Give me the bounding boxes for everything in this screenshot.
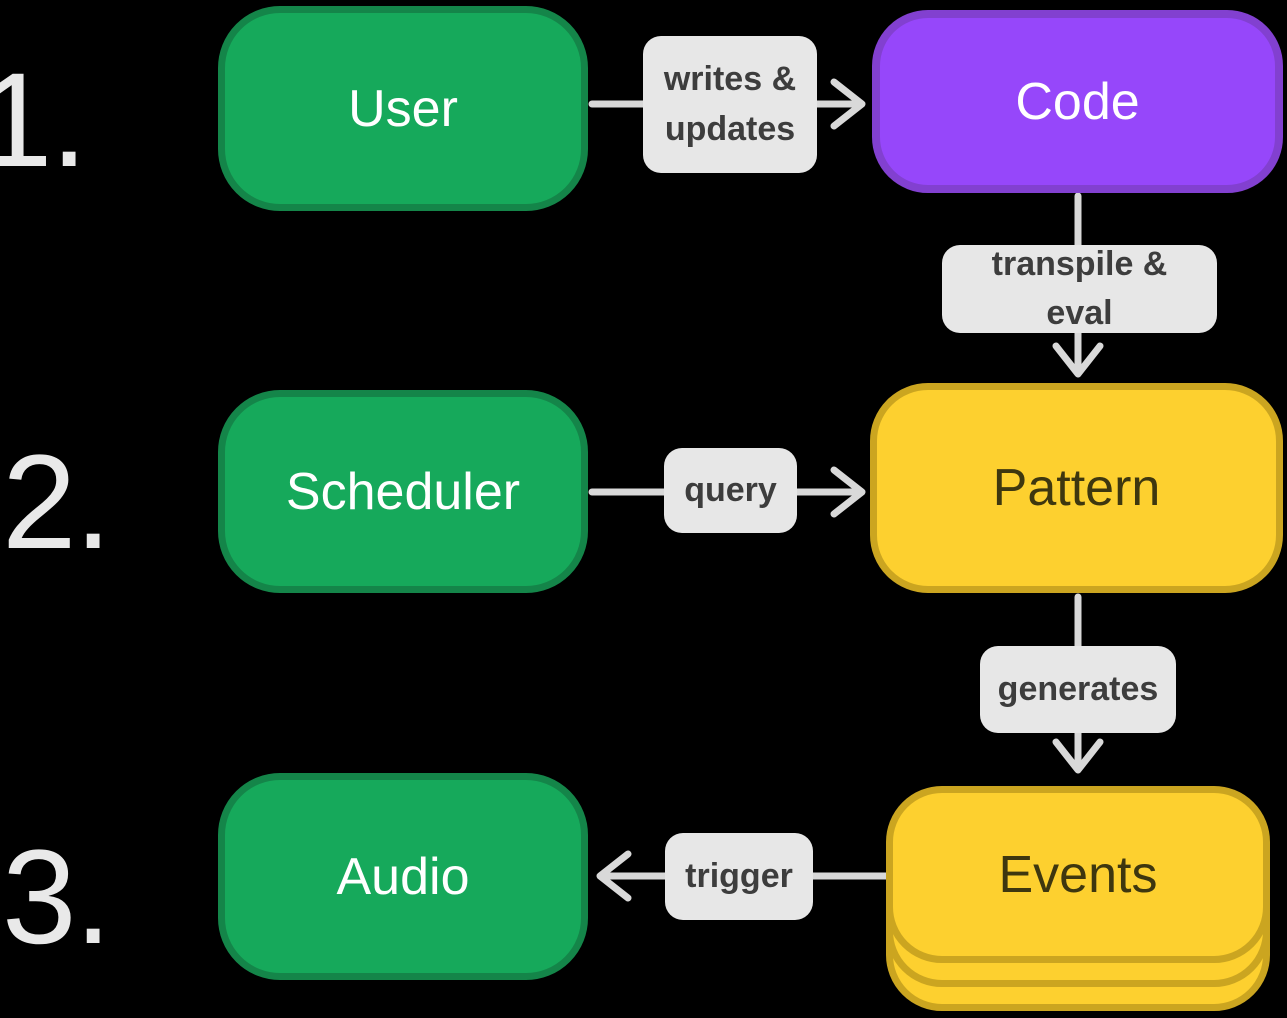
node-code: Code	[872, 10, 1283, 193]
node-code-label: Code	[1015, 72, 1140, 131]
step-number-3: 3.	[2, 823, 112, 972]
arrow-user-to-code-head	[830, 78, 866, 130]
node-scheduler: Scheduler	[218, 390, 588, 593]
node-events: Events	[886, 786, 1270, 963]
edge-label-writes-updates: writes & updates	[643, 36, 817, 173]
edge-label-query: query	[664, 448, 797, 533]
node-audio: Audio	[218, 773, 588, 980]
step-number-2: 2.	[2, 428, 112, 577]
node-user: User	[218, 6, 588, 211]
node-events-label: Events	[998, 845, 1158, 904]
node-pattern-label: Pattern	[992, 459, 1161, 517]
node-audio-label: Audio	[336, 847, 470, 906]
edge-label-generates: generates	[980, 646, 1176, 733]
arrow-pattern-to-events-head	[1052, 738, 1104, 774]
arrow-scheduler-to-pattern-head	[830, 466, 866, 518]
node-scheduler-label: Scheduler	[285, 462, 521, 521]
arrow-events-to-audio-head	[596, 850, 632, 902]
step-number-1: 1.	[0, 46, 88, 195]
node-pattern: Pattern	[870, 383, 1283, 593]
edge-label-transpile-eval: transpile & eval	[942, 245, 1217, 333]
node-user-label: User	[348, 79, 458, 138]
edge-label-trigger: trigger	[665, 833, 813, 920]
arrow-code-to-pattern-head	[1052, 342, 1104, 378]
